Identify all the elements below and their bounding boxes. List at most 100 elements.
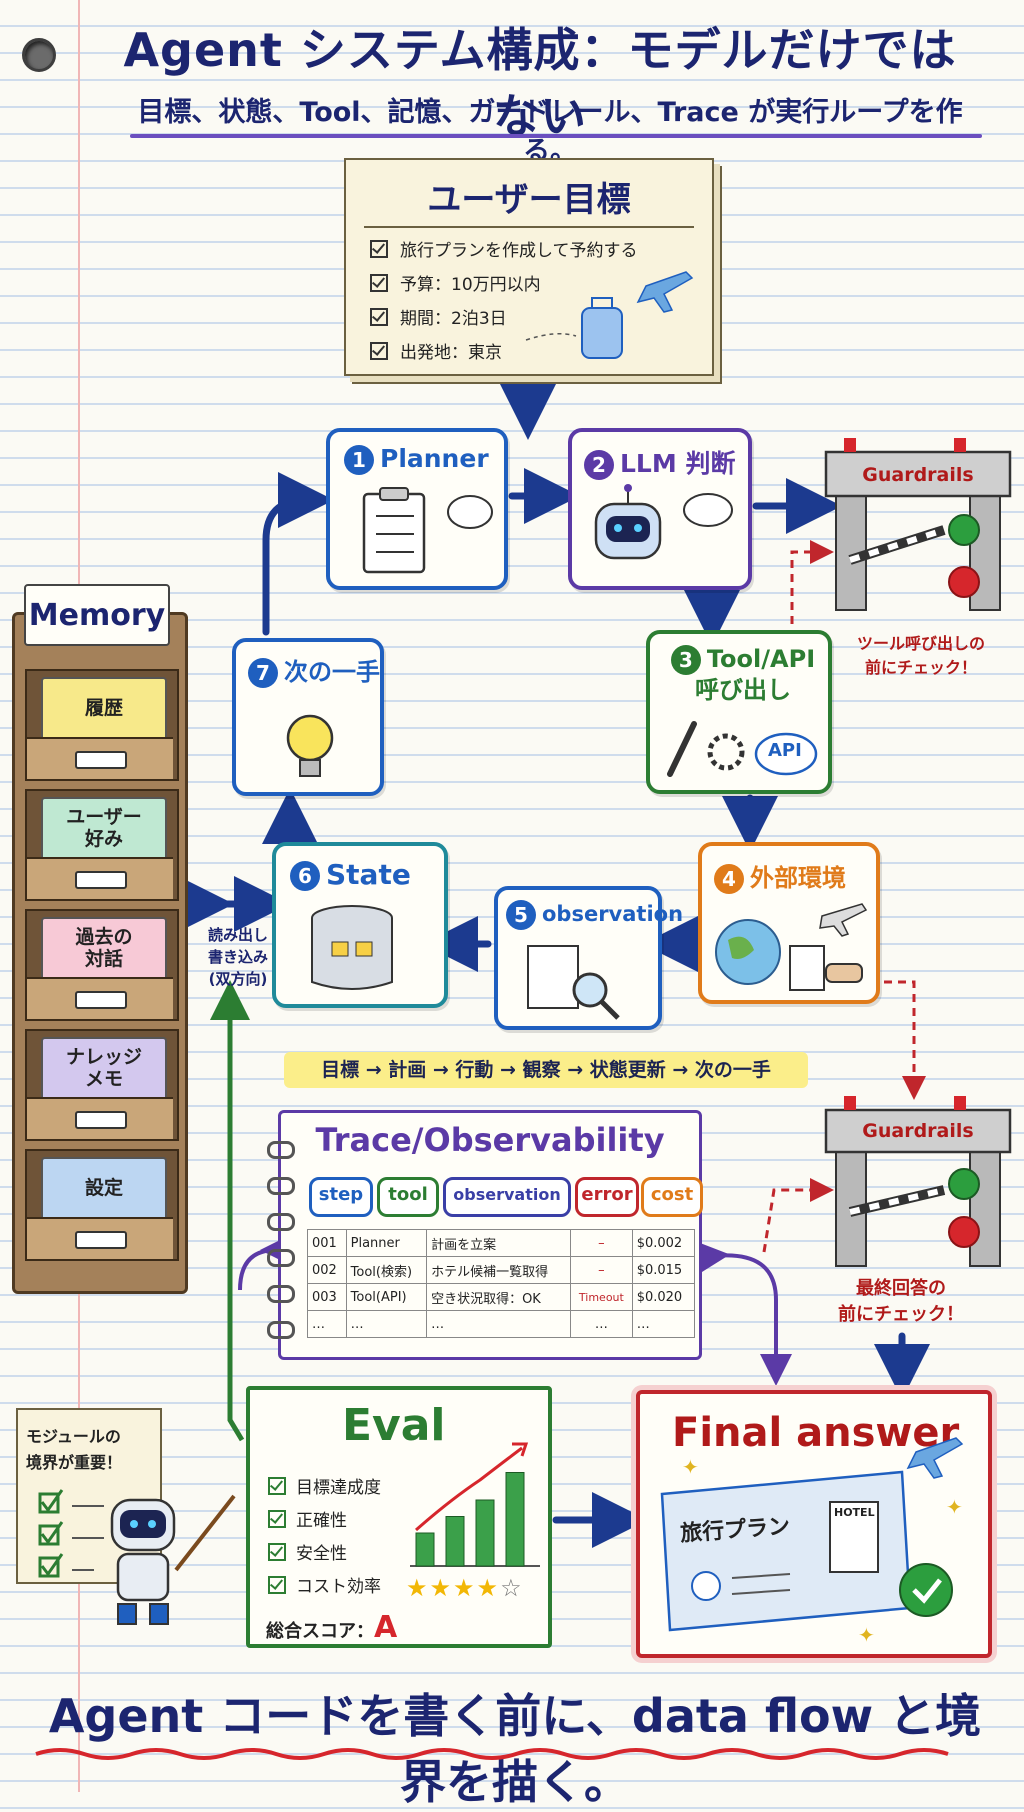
drawer-handle-icon <box>75 751 127 769</box>
planner-label: Planner <box>380 444 489 473</box>
drawer-handle-icon <box>75 1231 127 1249</box>
step-number: 4 <box>714 864 744 894</box>
eval-panel: Eval 目標達成度 正確性 安全性 コスト効率 総合スコア：A ★★★★☆ <box>246 1386 552 1648</box>
star-rating: ★★★★☆ <box>406 1574 524 1602</box>
svg-text:✦: ✦ <box>946 1495 963 1519</box>
observation-label: observation <box>542 902 684 926</box>
dashed-env-to-guardrails <box>870 980 926 1100</box>
eval-bar <box>505 1472 525 1567</box>
goal-item: 期間：2泊3日 <box>370 302 638 336</box>
star-icon: ☆ <box>500 1574 524 1602</box>
trace-final-link <box>696 1241 792 1386</box>
user-goal-title: ユーザー目標 <box>427 180 631 220</box>
star-icon: ★ <box>453 1574 477 1602</box>
flow-summary-strip: 目標 → 計画 → 行動 → 観察 → 状態更新 → 次の一手 <box>284 1052 808 1088</box>
api-cloud-label: API <box>768 740 802 761</box>
hotel-sign: HOTEL <box>834 1506 875 1519</box>
guardrails-top-label: Guardrails <box>862 464 974 486</box>
arrow-next-to-planner <box>262 472 334 636</box>
check-icon <box>370 342 388 360</box>
tool-label: Tool/API <box>706 645 816 673</box>
user-goal-card: ユーザー目標 旅行プランを作成して予約する 予算：10万円以内 期間：2泊3日 … <box>344 158 714 376</box>
notebook-ring-icon <box>267 1249 295 1267</box>
notebook-ring-icon <box>267 1321 295 1339</box>
memory-cabinet: 履歴 ユーザー好み 過去の対話 ナレッジメモ 設定 <box>12 612 188 1294</box>
env-label: 外部環境 <box>750 864 846 892</box>
checklist-icon <box>38 1489 104 1578</box>
database-icon <box>311 905 393 990</box>
svg-text:✦: ✦ <box>858 1623 875 1647</box>
eval-item: コスト効率 <box>268 1571 381 1604</box>
svg-text:✦: ✦ <box>682 1455 699 1479</box>
guardrails-bottom-label: Guardrails <box>862 1120 974 1142</box>
magnifier-document-icon <box>527 945 620 1020</box>
page-title: Agent システム構成：モデルだけではない <box>123 23 957 143</box>
footer-title: Agent コードを書く前に、data flow と境界を描く。 <box>48 1689 982 1809</box>
star-icon: ★ <box>406 1574 430 1602</box>
memory-drawer: ユーザー好み <box>25 789 179 901</box>
notebook-ring-icon <box>267 1285 295 1303</box>
notebook-ring-icon <box>267 1141 295 1159</box>
state-label: State <box>326 858 411 891</box>
score-value: A <box>374 1610 398 1645</box>
step-number: 7 <box>248 658 278 688</box>
clipboard-icon <box>362 487 493 574</box>
binder-hole <box>22 38 56 72</box>
memory-label: Memory <box>24 584 170 646</box>
check-icon <box>370 308 388 326</box>
luggage-plane-icon <box>525 271 694 359</box>
drawer-handle-icon <box>75 991 127 1009</box>
step-number: 2 <box>584 450 614 480</box>
step-number: 3 <box>670 645 701 675</box>
goal-item: 出発地：東京 <box>370 336 638 370</box>
step-number: 1 <box>344 445 374 475</box>
trace-tag-tool: tool <box>377 1177 439 1217</box>
trace-tag-step: step <box>309 1177 373 1217</box>
check-icon <box>370 274 388 292</box>
trace-observability-panel: Trace/Observability step tool observatio… <box>267 1110 703 1360</box>
guardrails-bottom-note: 最終回答の前にチェック！ <box>838 1278 964 1325</box>
step-number: 6 <box>290 861 320 891</box>
score-label: 総合スコア： <box>266 1621 374 1642</box>
trace-title: Trace/Observability <box>315 1121 665 1159</box>
lightbulb-icon <box>286 714 334 777</box>
eval-item: 安全性 <box>268 1538 381 1571</box>
eval-item: 正確性 <box>268 1505 381 1538</box>
memory-drawer: ナレッジメモ <box>25 1029 179 1141</box>
dashed-trace-to-guardrails <box>762 1178 834 1253</box>
next-move-label: 次の一手 <box>284 658 380 686</box>
star-icon: ★ <box>429 1574 454 1602</box>
check-icon <box>268 1510 286 1528</box>
eval-to-state-green <box>210 980 250 1442</box>
eval-bar <box>415 1532 435 1567</box>
memory-drawer: 履歴 <box>25 669 179 781</box>
check-icon <box>268 1477 286 1495</box>
goal-item: 予算：10万円以内 <box>370 268 638 302</box>
globe-city-icon <box>715 903 868 991</box>
eval-checklist: 目標達成度 正確性 安全性 コスト効率 <box>268 1472 381 1604</box>
guardrails-top-note: ツール呼び出しの前にチェック！ <box>856 634 985 677</box>
notebook-ring-icon <box>267 1213 295 1231</box>
eval-bar <box>475 1499 495 1567</box>
step-number: 5 <box>506 900 536 930</box>
notebook-ring-icon <box>267 1177 295 1195</box>
check-icon <box>268 1576 286 1594</box>
final-answer-title: Final answer <box>672 1410 960 1456</box>
subtitle-underline <box>130 134 982 138</box>
check-icon <box>268 1543 286 1561</box>
read-write-label: 読み出し 書き込み (双方向) <box>207 926 268 988</box>
robot-icon <box>594 484 733 560</box>
eval-title: Eval <box>342 1400 446 1451</box>
